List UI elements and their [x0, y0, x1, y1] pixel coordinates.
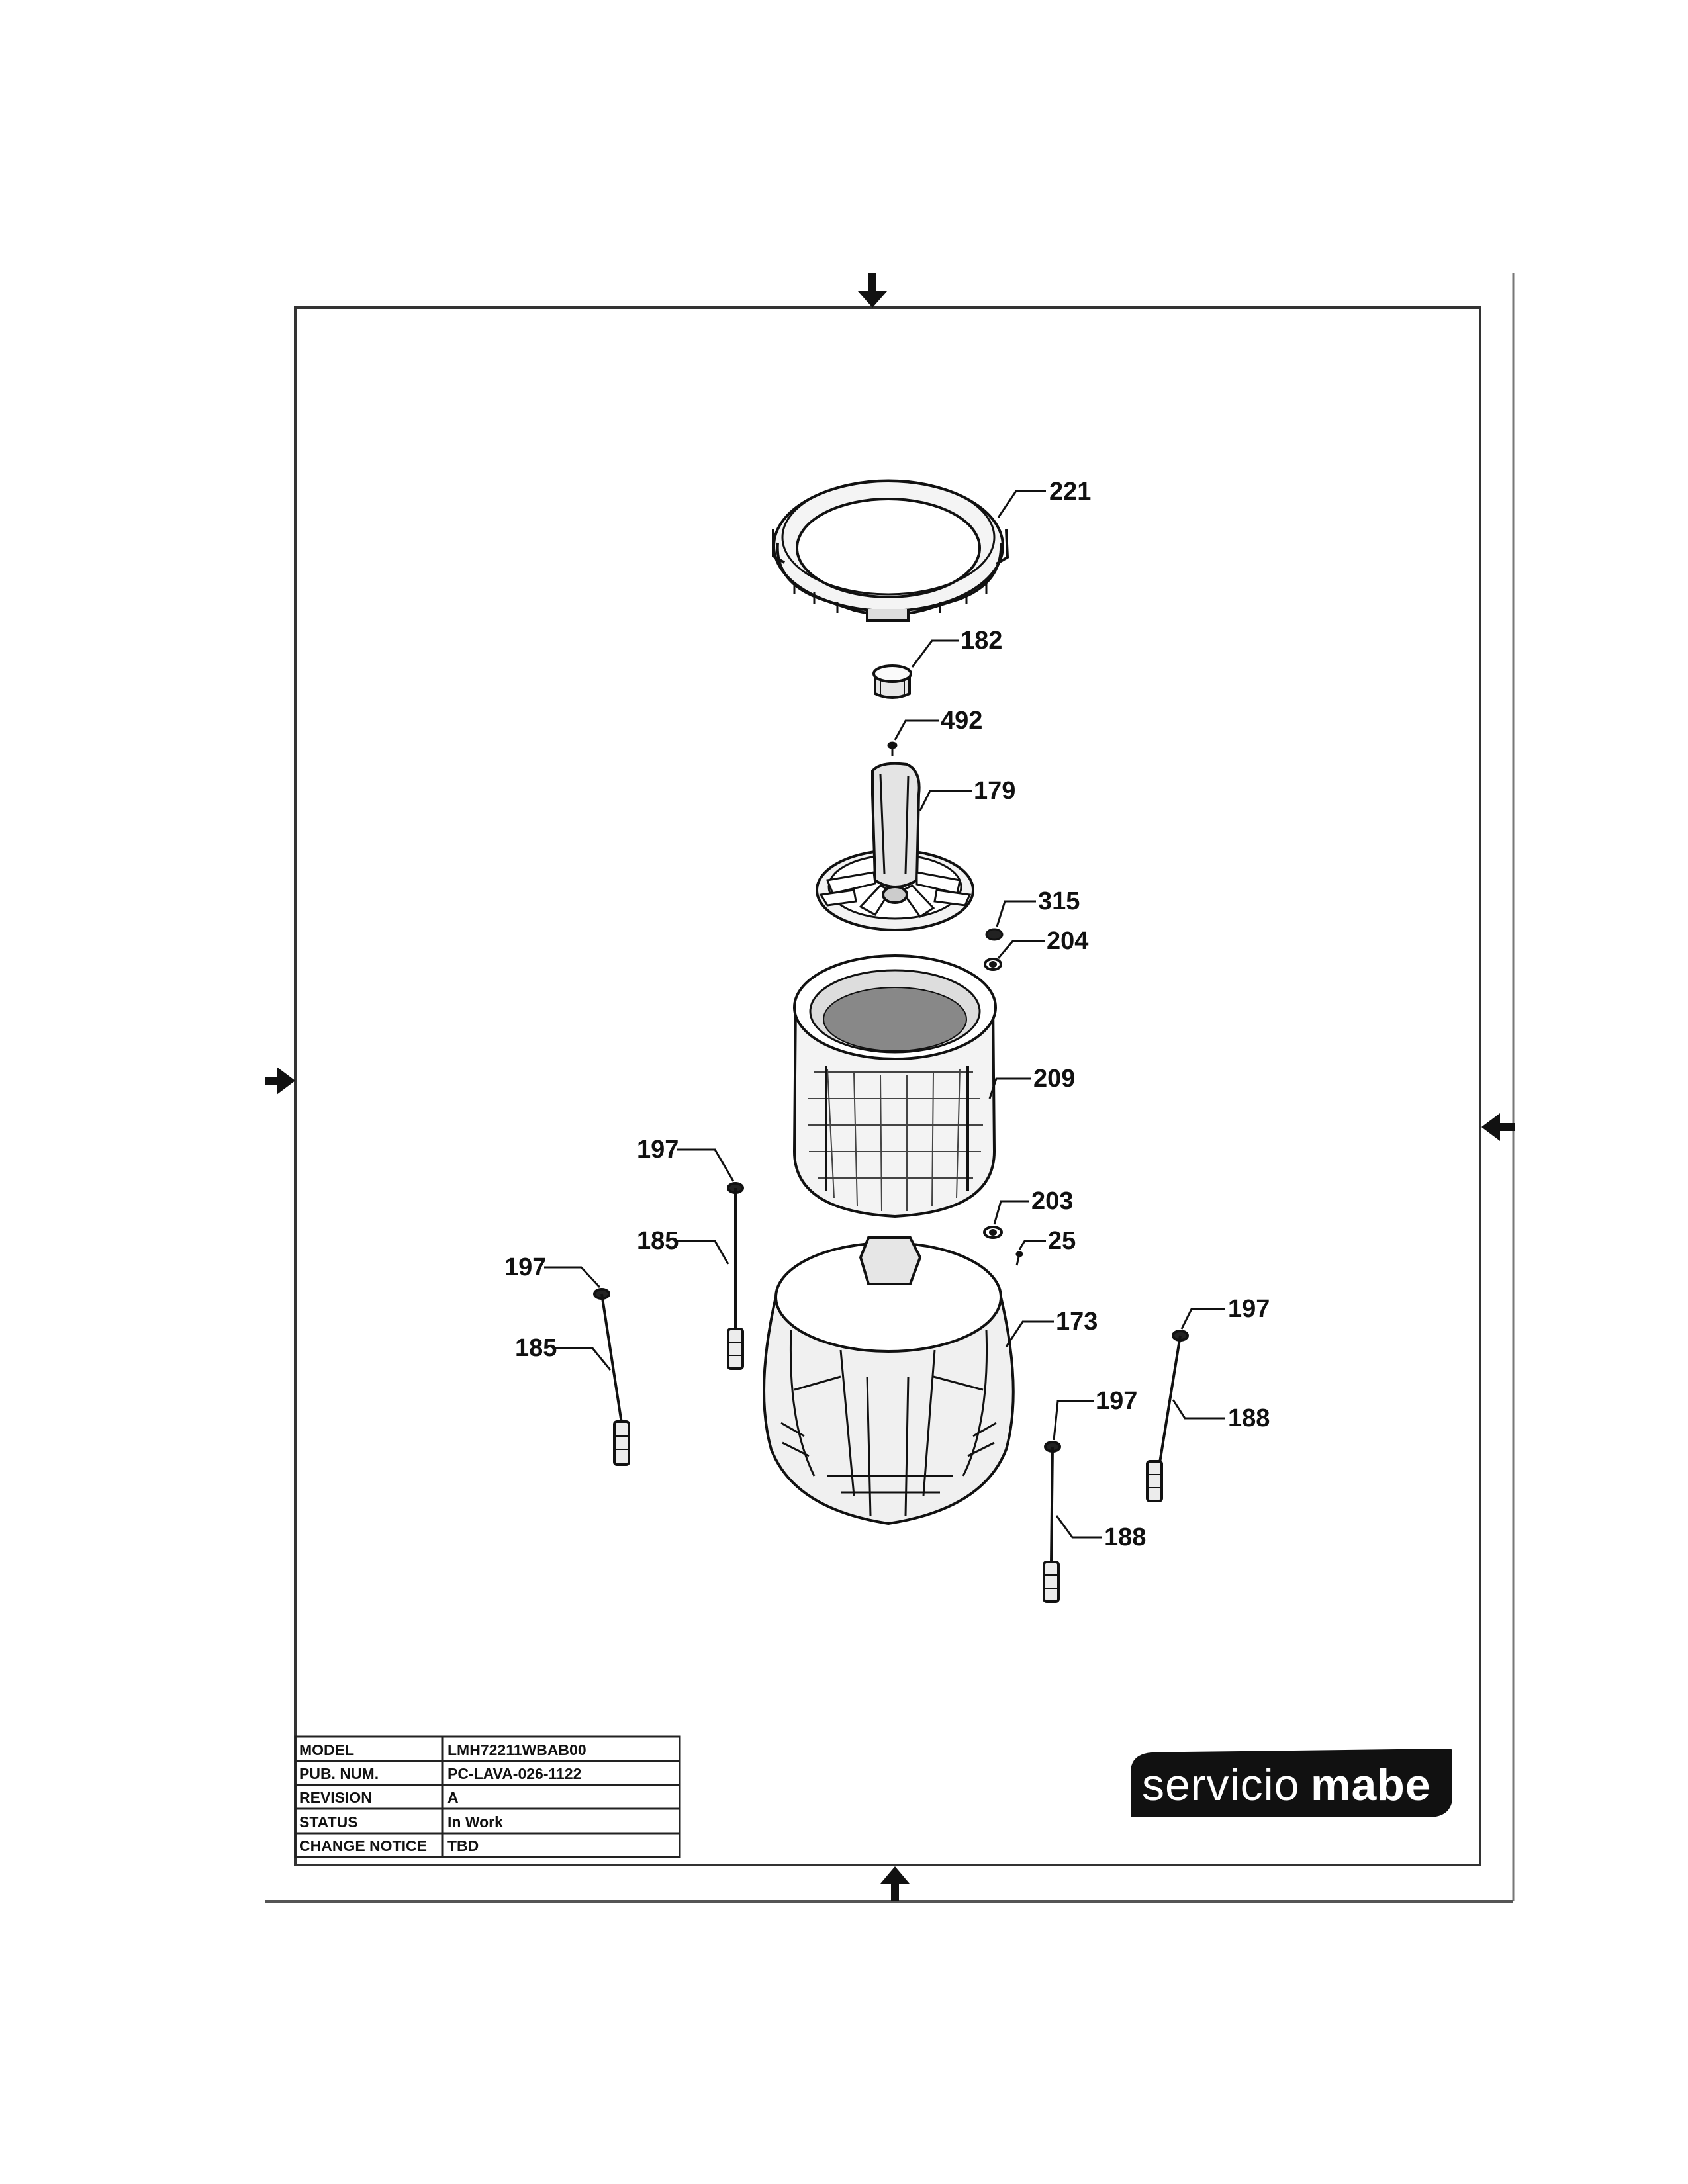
part-188-rod-bottom	[1043, 1441, 1061, 1603]
callout-197-bottom: 197	[1096, 1387, 1137, 1415]
tb-value-revision: A	[447, 1789, 459, 1806]
part-221-tub-ring	[772, 479, 1009, 622]
logo-word-mabe: mabe	[1311, 1760, 1431, 1810]
callout-185-left: 185	[515, 1334, 557, 1362]
callout-182: 182	[961, 627, 1002, 655]
tb-label-revision: REVISION	[299, 1789, 372, 1806]
part-188-rod-right	[1146, 1330, 1189, 1502]
callout-315: 315	[1038, 887, 1080, 915]
tb-label-pub-num: PUB. NUM.	[299, 1765, 379, 1782]
tb-label-status: STATUS	[299, 1813, 358, 1831]
callout-221: 221	[1049, 478, 1091, 506]
tb-value-change-notice: TBD	[447, 1837, 479, 1854]
part-185-rod-left	[593, 1288, 630, 1466]
callout-173: 173	[1056, 1308, 1098, 1336]
part-25-screw	[1015, 1251, 1023, 1266]
callout-labels: 221 182 492 179 315 204 209 203 25 173 1…	[504, 478, 1270, 1551]
tb-value-model: LMH72211WBAB00	[447, 1741, 586, 1758]
part-209-basket	[792, 954, 997, 1218]
callout-209: 209	[1033, 1065, 1075, 1093]
part-204-washer	[984, 958, 1002, 971]
callout-197-center: 197	[637, 1136, 679, 1163]
servicio-mabe-logo: servicio mabe	[1131, 1749, 1452, 1817]
tb-label-model: MODEL	[299, 1741, 354, 1758]
logo-word-servicio: servicio	[1142, 1760, 1300, 1810]
callout-188-right: 188	[1228, 1404, 1270, 1432]
callout-204: 204	[1047, 927, 1088, 955]
part-203-washer	[983, 1226, 1003, 1239]
tb-value-pub-num: PC-LAVA-026-1122	[447, 1765, 581, 1782]
callout-492: 492	[941, 707, 982, 735]
callout-25: 25	[1048, 1227, 1076, 1255]
arrow-bottom-icon	[880, 1866, 910, 1901]
part-492-screw	[887, 741, 898, 756]
part-182-cap	[872, 664, 912, 699]
callout-203: 203	[1031, 1187, 1073, 1215]
part-179-agitator	[816, 762, 974, 931]
tb-value-status: In Work	[447, 1813, 503, 1831]
title-block: MODEL LMH72211WBAB00 PUB. NUM. PC-LAVA-0…	[294, 1735, 681, 1858]
callout-197-left: 197	[504, 1253, 546, 1281]
callout-179: 179	[974, 777, 1015, 805]
drawing-frame	[265, 273, 1515, 1903]
callout-197-right: 197	[1228, 1295, 1270, 1323]
arrow-right-icon	[1481, 1113, 1515, 1141]
part-173-tub	[763, 1236, 1015, 1525]
callout-185-center: 185	[637, 1227, 679, 1255]
part-315-nut	[985, 928, 1004, 941]
centering-arrows	[265, 273, 1515, 1901]
arrow-left-icon	[265, 1067, 295, 1095]
arrow-top-icon	[858, 273, 887, 308]
part-185-rod-center	[727, 1182, 744, 1370]
tb-label-change-notice: CHANGE NOTICE	[299, 1837, 427, 1854]
callout-leaders	[544, 490, 1225, 1539]
callout-188-bottom: 188	[1104, 1524, 1146, 1551]
